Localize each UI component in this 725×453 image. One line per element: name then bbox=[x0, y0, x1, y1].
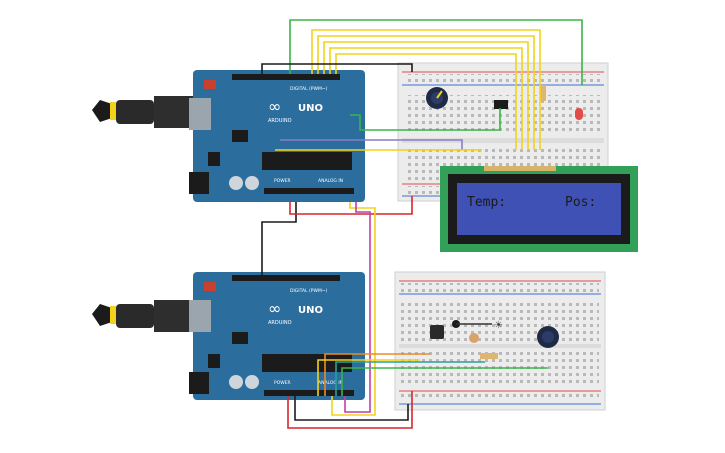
lcd-text-temp: Temp: bbox=[467, 195, 506, 210]
arduino-uno-bottom: ∞ UNO ARDUINO DIGITAL (PWM~) POWER ANALO… bbox=[189, 272, 365, 400]
resistor-bottom bbox=[480, 353, 498, 359]
potentiometer-bottom bbox=[537, 326, 559, 348]
board-model-label: UNO bbox=[298, 305, 323, 316]
temperature-sensor bbox=[430, 325, 444, 339]
usb-cable-top bbox=[92, 96, 196, 128]
arduino-uno-top: ∞ UNO ARDUINO DIGITAL (PWM~) POWER ANALO… bbox=[189, 70, 365, 202]
board-model-label: UNO bbox=[298, 103, 323, 114]
usb-cable-bottom bbox=[92, 300, 196, 332]
wires bbox=[261, 19, 583, 429]
analog-header-label: ANALOG IN bbox=[318, 178, 343, 184]
digital-header-label: DIGITAL (PWM~) bbox=[290, 86, 328, 92]
power-header-label: POWER bbox=[274, 380, 291, 386]
light-sensor bbox=[469, 333, 479, 343]
potentiometer-top bbox=[426, 87, 448, 109]
sun-icon: ☀ bbox=[494, 320, 503, 331]
power-header-label: POWER bbox=[274, 178, 291, 184]
lcd-text-pos: Pos: bbox=[565, 195, 596, 210]
digital-header-label: DIGITAL (PWM~) bbox=[290, 288, 328, 294]
slide-switch bbox=[494, 100, 508, 109]
lcd-16x2: Temp: Pos: bbox=[440, 166, 638, 252]
board-brand-label: ARDUINO bbox=[268, 320, 292, 326]
arduino-logo: ∞ bbox=[268, 97, 281, 116]
arduino-logo: ∞ bbox=[268, 299, 281, 318]
resistor-top bbox=[540, 85, 546, 101]
slider-light-source: ☀ bbox=[452, 320, 503, 331]
analog-header-label: ANALOG IN bbox=[318, 380, 343, 386]
breadboard-bottom bbox=[394, 271, 606, 411]
led-red bbox=[575, 108, 583, 120]
board-brand-label: ARDUINO bbox=[268, 118, 292, 124]
